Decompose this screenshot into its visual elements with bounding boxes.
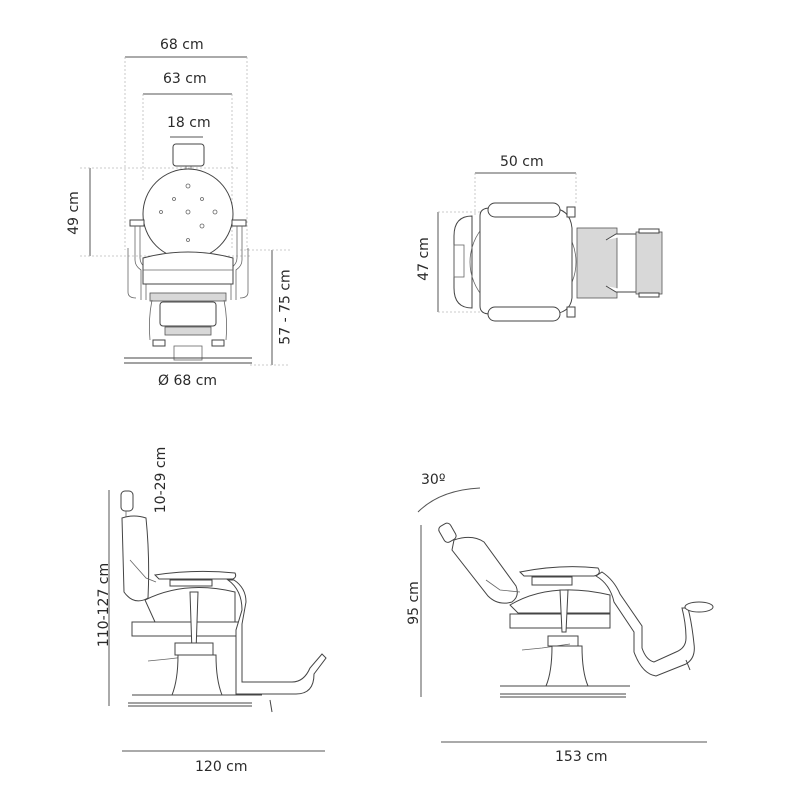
- side-total-height-label: 110-127 cm: [96, 562, 113, 648]
- front-overall-width-label: 68 cm: [160, 37, 204, 53]
- top-seat-width-label: 50 cm: [500, 154, 544, 170]
- reclined-height-label: 95 cm: [405, 581, 422, 625]
- top-seat-depth-label: 47 cm: [415, 237, 432, 281]
- front-seat-width-label: 63 cm: [163, 71, 207, 87]
- side-view: [108, 490, 327, 752]
- reclined-angle-label: 30º: [421, 472, 446, 488]
- top-view: [437, 172, 663, 322]
- reclined-length-label: 153 cm: [555, 749, 608, 765]
- reclined-view: [417, 487, 714, 743]
- front-base-diameter-label: Ø 68 cm: [158, 373, 218, 389]
- front-seat-height-label: 57 - 75 cm: [277, 269, 294, 345]
- side-headrest-adjust-label: 10-29 cm: [153, 446, 170, 514]
- side-length-label: 120 cm: [195, 759, 248, 775]
- front-backrest-height-label: 49 cm: [65, 191, 82, 235]
- front-view: [80, 56, 290, 366]
- front-headrest-width-label: 18 cm: [167, 115, 211, 131]
